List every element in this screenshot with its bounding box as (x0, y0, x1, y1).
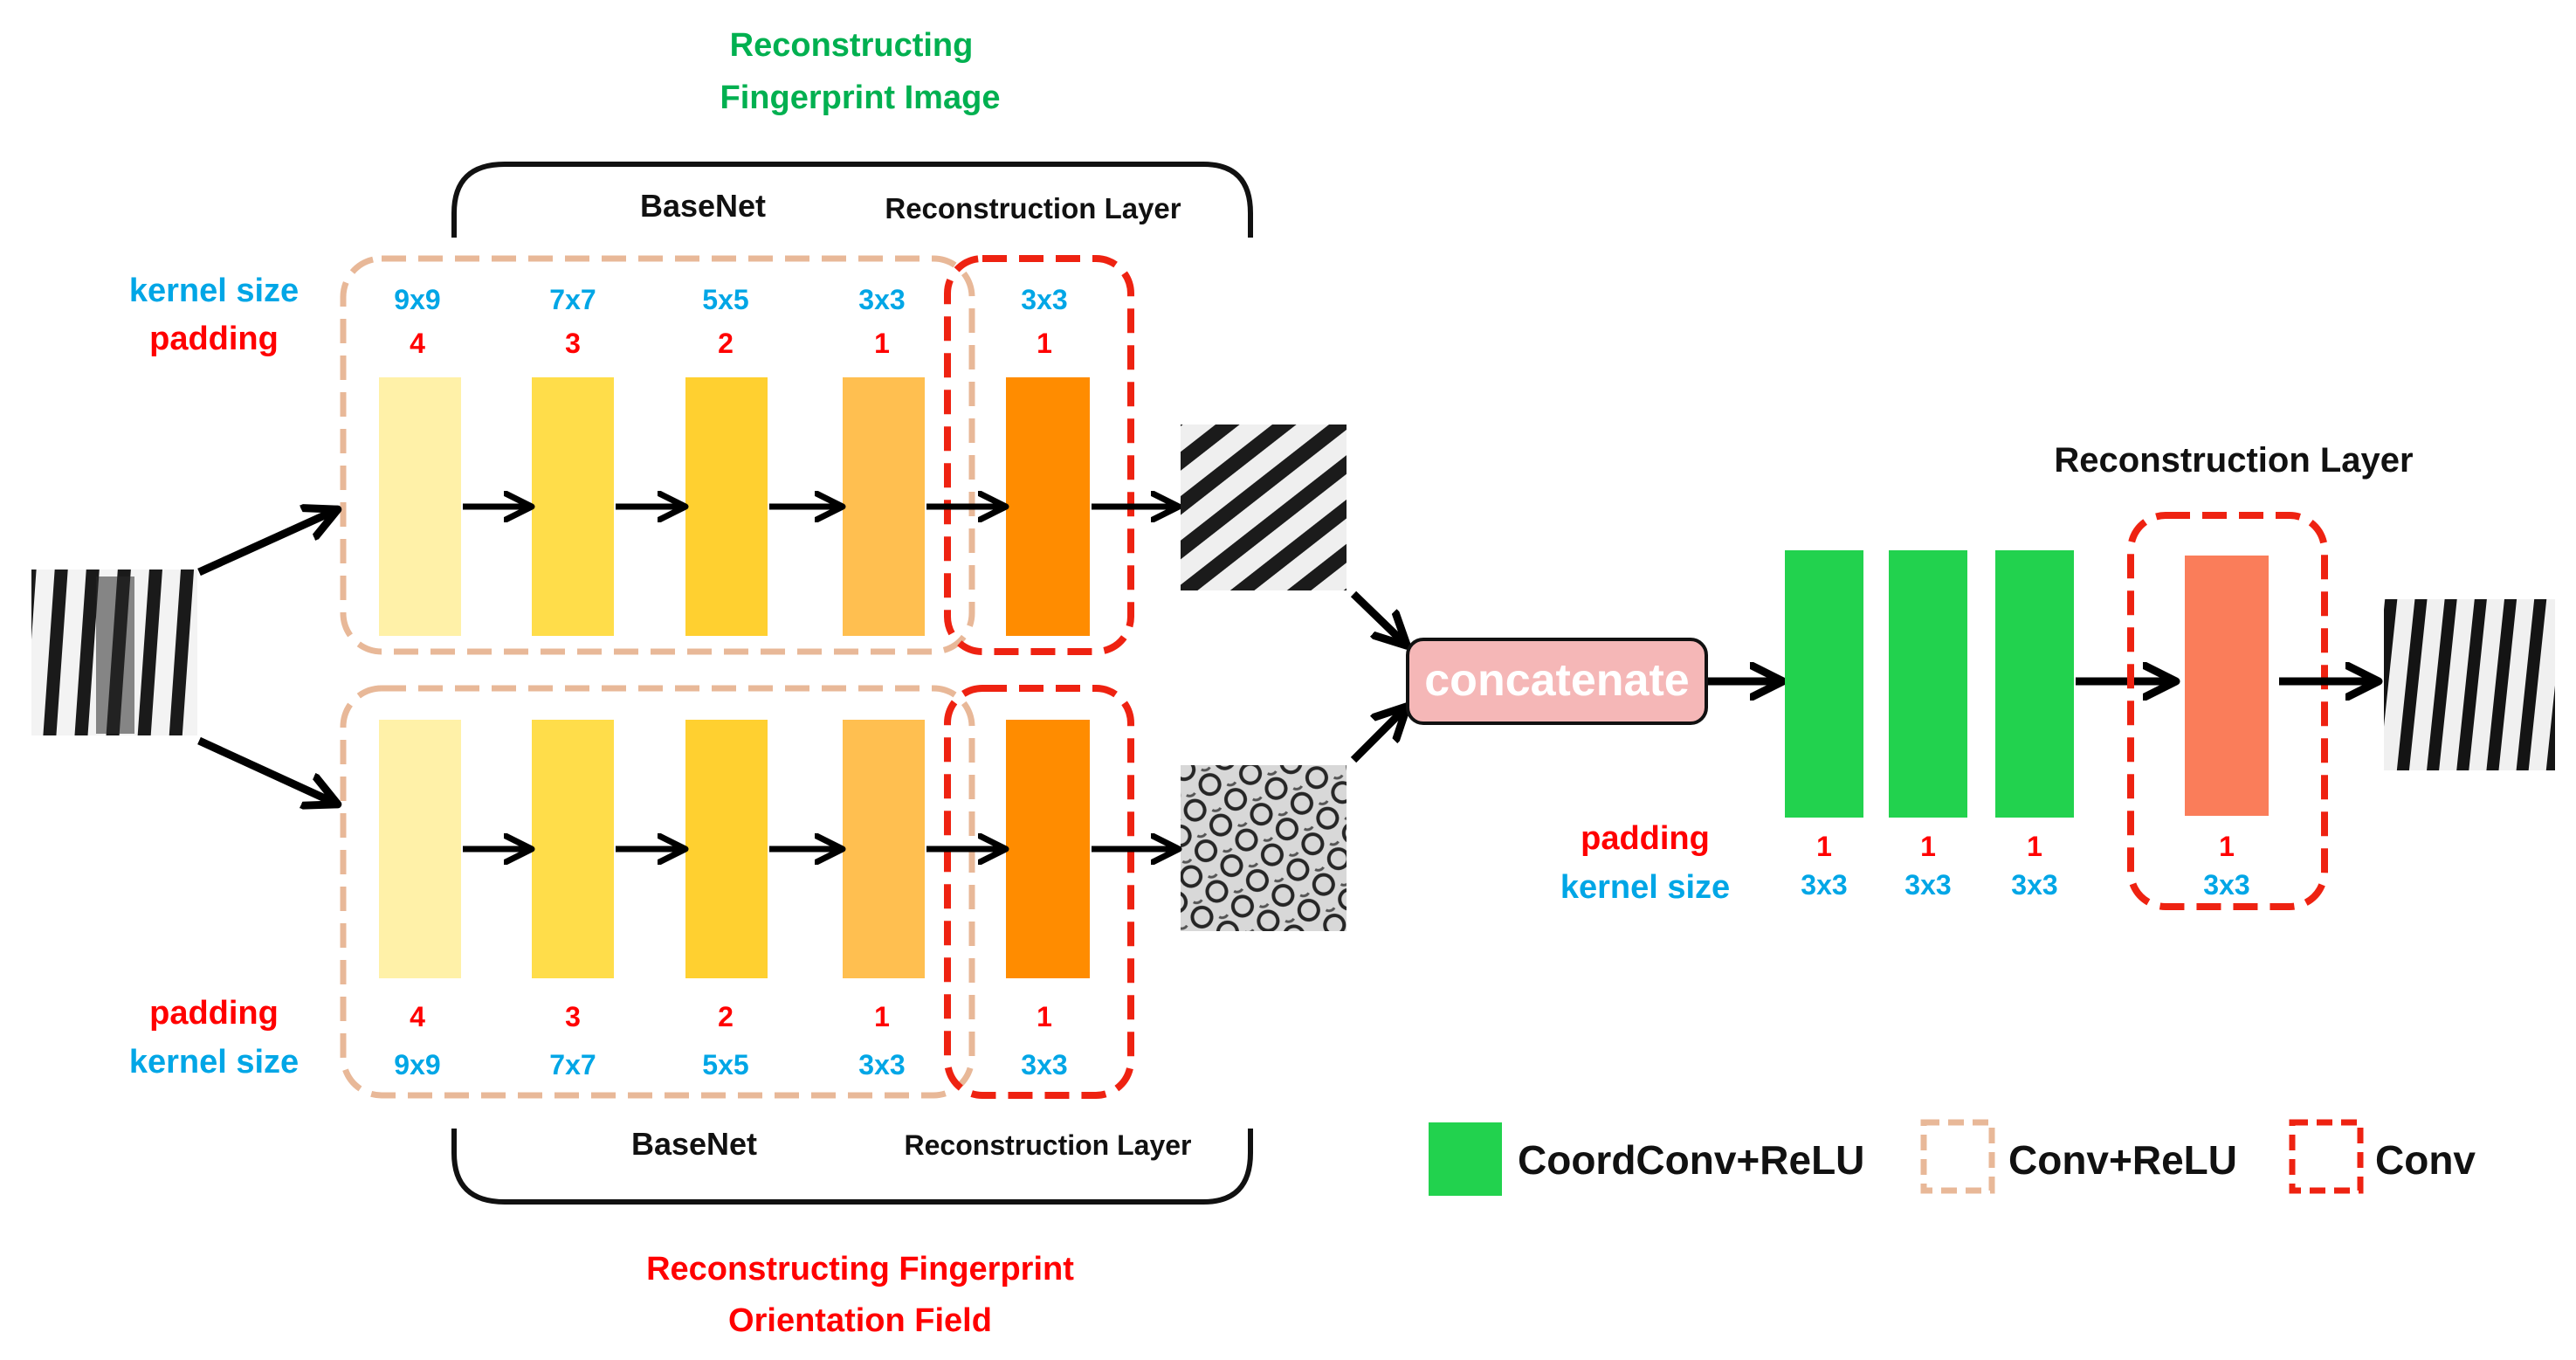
bottom-layer-3-block (685, 720, 768, 978)
top-bracket (451, 162, 1253, 238)
top-conv-relu-box (340, 255, 975, 655)
bottom-recon-layer-label: Reconstruction Layer (905, 1129, 1192, 1161)
bottom-kernel-label: 9x9 (394, 1049, 440, 1080)
top-layer-2-block (532, 377, 614, 636)
merge-kernel-label: 3x3 (1904, 869, 1951, 901)
top-conv-box (944, 255, 1134, 655)
bottom-padding-value: 4 (410, 1001, 425, 1032)
bottom-kernel-size-label: kernel size (129, 1044, 299, 1080)
bottom-branch-title-line2: Orientation Field (728, 1302, 992, 1339)
legend-coordconv-label: CoordConv+ReLU (1518, 1137, 1864, 1183)
final-conv-block (2185, 556, 2269, 816)
bottom-padding-value: 1 (874, 1001, 890, 1032)
output-fingerprint-image (2384, 599, 2555, 770)
top-layer-5-block (1006, 377, 1090, 636)
top-padding-value: 1 (1037, 328, 1052, 359)
top-kernel-label: 9x9 (394, 284, 440, 315)
arrow (1350, 708, 1406, 763)
merge-padding-value: 1 (2219, 831, 2235, 862)
top-branch-title-line1: Reconstructing (730, 27, 974, 64)
legend-conv-relu-swatch (1920, 1119, 1995, 1194)
merge-kernel-label: 3x3 (1801, 869, 1847, 901)
top-layer-4-block (843, 377, 925, 636)
bottom-padding-value: 3 (565, 1001, 581, 1032)
merge-arrows (1350, 590, 1406, 763)
bottom-kernel-label: 7x7 (549, 1049, 596, 1080)
top-basenet-label: BaseNet (640, 188, 766, 224)
bottom-padding-values: 4 3 2 1 1 (410, 1001, 1052, 1032)
top-layer-3-block (685, 377, 768, 636)
bottom-basenet-label: BaseNet (631, 1126, 757, 1162)
bottom-layer-2-block (532, 720, 614, 978)
bottom-layer-1-block (379, 720, 461, 978)
bottom-conv-box (944, 685, 1134, 1099)
bottom-conv-relu-box (340, 685, 975, 1099)
split-arrows (197, 510, 336, 804)
top-kernel-labels: 9x9 7x7 5x5 3x3 3x3 (394, 284, 1067, 315)
top-padding-value: 2 (718, 328, 734, 359)
top-kernel-size-label: kernel size (129, 273, 299, 309)
coordconv-block-3 (1995, 550, 2074, 818)
top-layer-1-block (379, 377, 461, 636)
merge-kernel-label: 3x3 (2203, 869, 2249, 901)
merge-kernel-labels: 3x3 3x3 3x3 3x3 (1801, 869, 2249, 901)
merge-padding-value: 1 (1816, 831, 1832, 862)
merge-kernel-size-label: kernel size (1560, 869, 1730, 906)
bottom-padding-value: 2 (718, 1001, 734, 1032)
top-padding-values: 4 3 2 1 1 (410, 328, 1052, 359)
coordconv-block-1 (1785, 550, 1863, 818)
legend: CoordConv+ReLU Conv+ReLU Conv (1429, 1119, 2476, 1196)
top-padding-label: padding (149, 321, 279, 357)
merge-recon-layer-label: Reconstruction Layer (2054, 441, 2413, 480)
legend-conv-swatch (2289, 1119, 2364, 1194)
top-padding-value: 1 (874, 328, 890, 359)
bottom-padding-value: 1 (1037, 1001, 1052, 1032)
merge-conv-box (2127, 512, 2328, 910)
top-padding-value: 3 (565, 328, 581, 359)
input-fingerprint-image (31, 570, 197, 735)
bottom-kernel-label: 5x5 (702, 1049, 748, 1080)
top-kernel-label: 3x3 (1021, 284, 1067, 315)
top-recon-layer-label: Reconstruction Layer (885, 192, 1181, 224)
bottom-kernel-labels: 9x9 7x7 5x5 3x3 3x3 (394, 1049, 1067, 1080)
top-branch-title-line2: Fingerprint Image (720, 79, 1001, 116)
merge-kernel-label: 3x3 (2011, 869, 2057, 901)
arrow (1350, 590, 1406, 645)
arrow (197, 736, 336, 804)
top-output-image (1181, 425, 1347, 590)
legend-conv-relu-label: Conv+ReLU (2008, 1137, 2237, 1183)
bottom-output-image (1181, 765, 1347, 931)
legend-conv-label: Conv (2375, 1137, 2476, 1183)
legend-coordconv-swatch (1429, 1122, 1502, 1196)
merge-padding-value: 1 (1920, 831, 1936, 862)
top-kernel-label: 7x7 (549, 284, 596, 315)
top-padding-value: 4 (410, 328, 425, 359)
bottom-branch-title-line1: Reconstructing Fingerprint (646, 1251, 1074, 1288)
bottom-layer-5-block (1006, 720, 1090, 978)
bottom-kernel-label: 3x3 (858, 1049, 905, 1080)
merge-padding-value: 1 (2027, 831, 2042, 862)
top-kernel-label: 5x5 (702, 284, 748, 315)
bottom-padding-label: padding (149, 995, 279, 1032)
merge-padding-values: 1 1 1 1 (1816, 831, 2235, 862)
concatenate-block: concatenate (1406, 638, 1708, 725)
arrow (197, 510, 336, 576)
merge-padding-label: padding (1581, 820, 1710, 857)
bottom-layer-4-block (843, 720, 925, 978)
concatenate-label: concatenate (1424, 655, 1689, 706)
top-kernel-label: 3x3 (858, 284, 905, 315)
coordconv-block-2 (1889, 550, 1967, 818)
bottom-bracket (451, 1129, 1253, 1205)
bottom-kernel-label: 3x3 (1021, 1049, 1067, 1080)
